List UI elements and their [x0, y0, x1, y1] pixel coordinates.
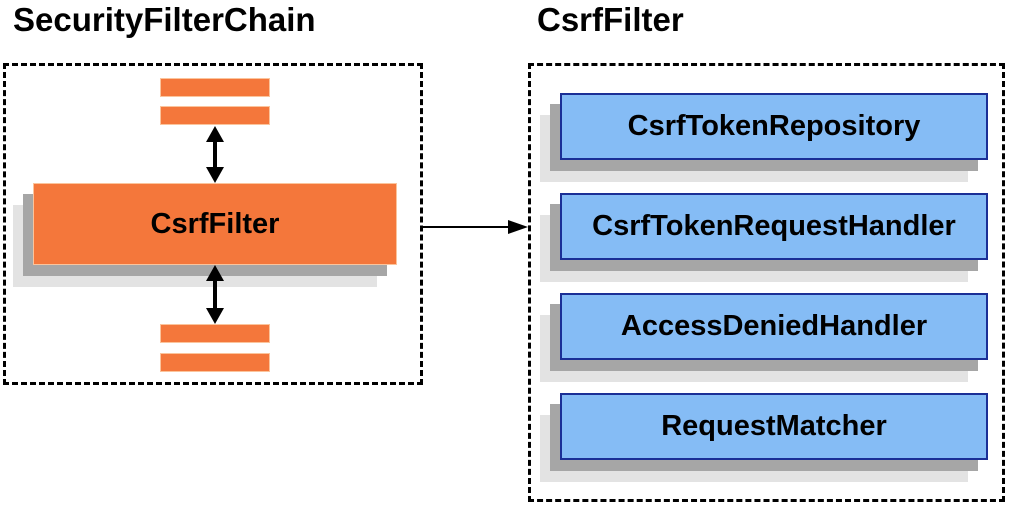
filter-placeholder-bar-3	[160, 324, 270, 343]
right-arrow-icon	[423, 220, 528, 234]
arrow-head-down-icon	[206, 167, 224, 183]
arrow-head-right-icon	[508, 220, 528, 234]
component-label: RequestMatcher	[661, 410, 887, 442]
arrow-head-up-icon	[206, 265, 224, 281]
arrow-head-down-icon	[206, 308, 224, 324]
bidirectional-arrow-icon-top	[206, 126, 224, 183]
arrow-head-up-icon	[206, 126, 224, 142]
filter-placeholder-bar-2	[160, 106, 270, 125]
access-denied-handler-box: AccessDeniedHandler	[560, 293, 988, 360]
component-label: CsrfTokenRepository	[627, 110, 921, 142]
arrow-shaft	[213, 279, 217, 310]
arrow-shaft	[423, 226, 512, 228]
component-label: AccessDeniedHandler	[620, 310, 928, 342]
arrow-shaft	[213, 140, 217, 169]
csrf-token-repository-box: CsrfTokenRepository	[560, 93, 988, 160]
csrf-filter-detail-container	[528, 63, 1005, 502]
request-matcher-box: RequestMatcher	[560, 393, 988, 460]
component-label: CsrfTokenRequestHandler	[592, 210, 956, 242]
csrf-filter-title: CsrfFilter	[537, 1, 684, 38]
security-filter-chain-container	[3, 63, 423, 385]
filter-placeholder-bar-4	[160, 353, 270, 372]
csrf-token-request-handler-box: CsrfTokenRequestHandler	[560, 193, 988, 260]
bidirectional-arrow-icon-bottom	[206, 265, 224, 324]
csrf-filter-box: CsrfFilter	[33, 183, 397, 265]
csrf-filter-box-label: CsrfFilter	[150, 207, 280, 240]
filter-placeholder-bar-1	[160, 78, 270, 97]
security-filter-chain-title: SecurityFilterChain	[13, 1, 316, 38]
